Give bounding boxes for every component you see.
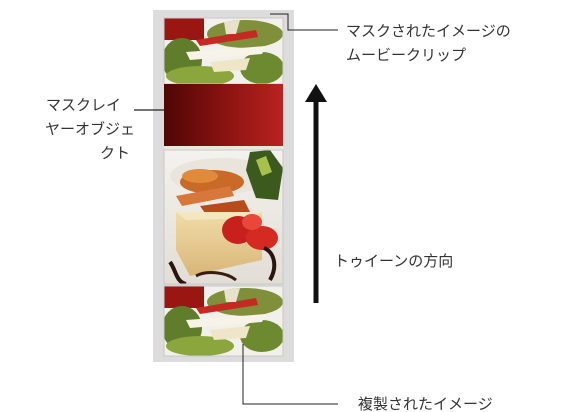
label-mask-layer-line3: クト [100, 144, 130, 162]
masked-movieclip-image-top [164, 18, 283, 84]
label-duplicated-image: 複製されたイメージ [358, 395, 493, 412]
label-tween-direction: トゥイーンの方向 [334, 252, 453, 270]
callout-line-duplicated-image [242, 344, 338, 405]
masked-movieclip-image-middle [164, 150, 283, 284]
label-masked-movieclip-line2: ムービークリップ [346, 46, 466, 64]
up-arrow-icon [305, 84, 327, 303]
mask-layer-object [164, 84, 283, 146]
label-masked-movieclip-line1: マスクされたイメージの [346, 22, 511, 40]
duplicated-image-bottom [164, 286, 283, 356]
label-mask-layer-line2: ヤーオブジェ [45, 120, 135, 138]
callout-line-masked-movieclip [283, 13, 338, 31]
label-mask-layer-line1: マスクレイ [46, 96, 121, 114]
